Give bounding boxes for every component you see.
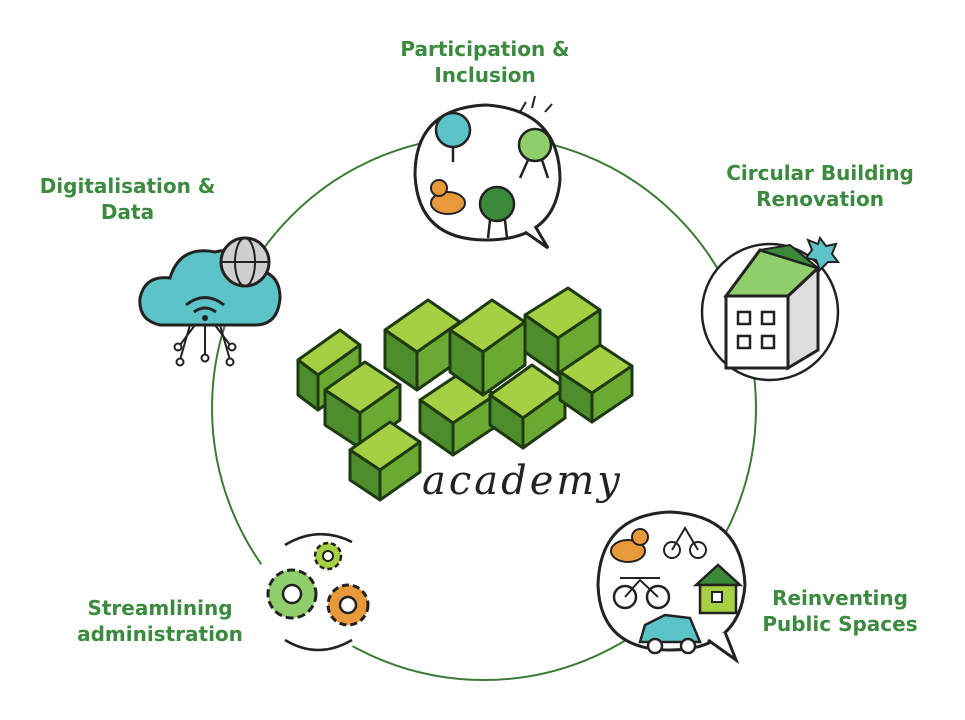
digital-line2: Data — [100, 200, 155, 224]
digital-label: Digitalisation & Data — [20, 173, 235, 225]
circular-building-icon — [700, 235, 840, 382]
logo-blocks — [296, 286, 634, 502]
gears-icon — [254, 529, 382, 657]
circular-line1: Circular Building — [726, 161, 914, 185]
public-spaces-icon — [596, 510, 747, 665]
public-line1: Reinventing — [772, 586, 908, 610]
participation-label: Participation & Inclusion — [370, 36, 600, 88]
streamlining-line1: Streamlining — [87, 596, 233, 620]
circular-line2: Renovation — [756, 187, 884, 211]
participation-line2: Inclusion — [434, 63, 536, 87]
logo-academy-script: academy — [422, 458, 623, 504]
streamlining-label: Streamlining administration — [55, 595, 265, 647]
circular-label: Circular Building Renovation — [700, 160, 940, 212]
participation-icon — [413, 95, 562, 250]
public-label: Reinventing Public Spaces — [740, 585, 940, 637]
cloud-data-icon — [138, 236, 282, 367]
participation-line1: Participation & — [400, 37, 570, 61]
digital-line1: Digitalisation & — [39, 174, 216, 198]
public-line2: Public Spaces — [762, 612, 918, 636]
streamlining-line2: administration — [77, 622, 243, 646]
